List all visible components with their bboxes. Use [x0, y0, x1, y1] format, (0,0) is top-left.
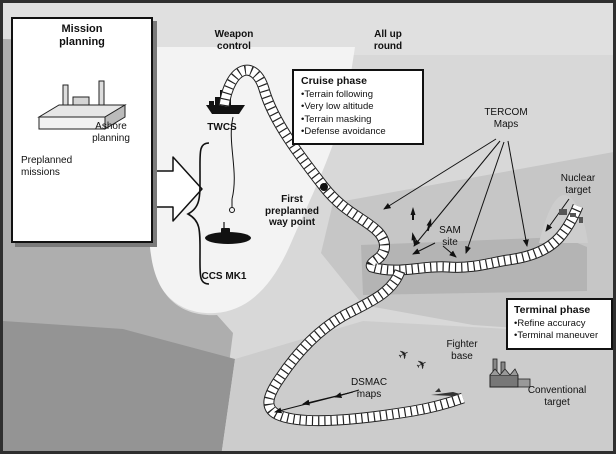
cruise-phase-title: Cruise phase — [301, 75, 367, 87]
ccs-mk1-label: CCS MK1 — [201, 271, 247, 282]
mission-planning-box — [11, 17, 153, 243]
terminal-phase-item: Refine accuracy — [514, 318, 605, 330]
conventional-target-label: Conventional target — [527, 385, 587, 408]
nuclear-target-label: Nuclear target — [560, 173, 596, 196]
cruise-phase-item: Terrain following — [301, 89, 415, 101]
cruise-phase-item: Terrain masking — [301, 114, 415, 126]
dsmac-arrows — [274, 389, 360, 414]
submarine-icon — [205, 116, 251, 244]
terminal-phase-title: Terminal phase — [514, 304, 591, 316]
sam-site-label: SAM site — [439, 225, 461, 248]
building-icon — [37, 80, 127, 130]
cruise-phase-item: Very low altitude — [301, 101, 415, 113]
first-waypoint-label: First preplanned way point — [265, 194, 319, 228]
terminal-phase-item: Terminal maneuver — [514, 330, 605, 342]
sam-arrows — [412, 242, 457, 258]
weapon-control-label: Weapon control — [214, 29, 254, 52]
all-up-round-label: All up round — [373, 29, 403, 52]
nuclear-arrow — [545, 198, 570, 232]
cruise-phase-box: Cruise phase Terrain following Very low … — [292, 69, 424, 146]
preplanned-missions-label: Preplanned missions — [21, 155, 73, 178]
sam-site-icon — [410, 207, 432, 246]
factory-icon — [489, 358, 531, 388]
dsmac-maps-label: DSMAC maps — [350, 377, 388, 400]
ashore-planning-label: Ashore planning — [92, 121, 130, 144]
nuclear-target-icon — [559, 209, 583, 223]
twcs-label: TWCS — [207, 122, 237, 133]
mission-planning-title: Mission planning — [59, 23, 105, 48]
waypoint-dot — [320, 183, 328, 191]
brace — [186, 142, 210, 285]
tercom-maps-label: TERCOM Maps — [484, 107, 528, 130]
terminal-phase-box: Terminal phase Refine accuracy Terminal … — [506, 298, 613, 350]
fighter-base-label: Fighter base — [446, 339, 478, 362]
missile-icon — [431, 388, 460, 396]
cruise-phase-item: Defense avoidance — [301, 126, 415, 138]
flight-path-ribbon — [218, 64, 584, 427]
